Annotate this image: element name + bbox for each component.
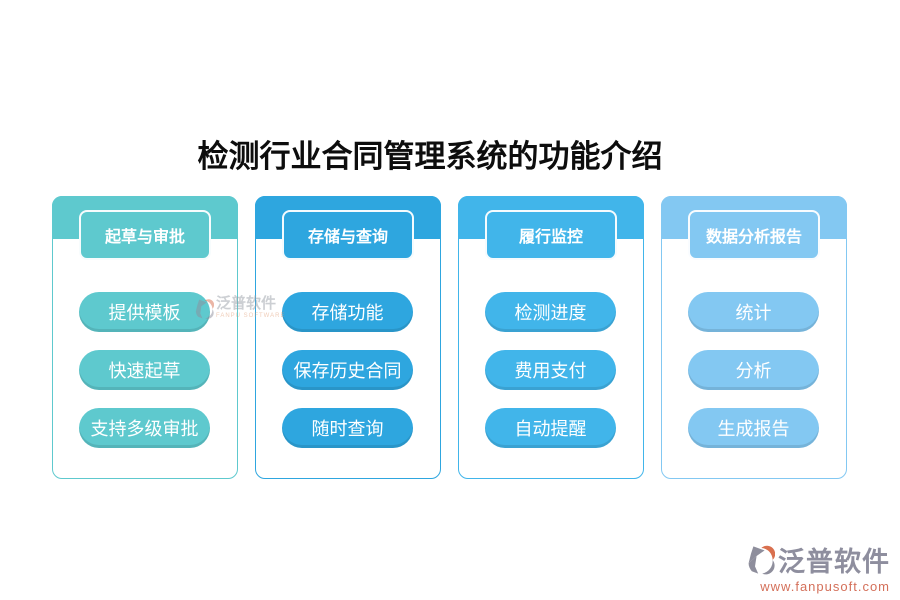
watermark-name: 泛普软件 — [216, 296, 277, 312]
card-item-list: 提供模板 快速起草 支持多级审批 — [79, 292, 210, 466]
page-title: 检测行业合同管理系统的功能介绍 — [197, 138, 663, 174]
feature-pill: 存储功能 — [282, 292, 413, 332]
watermark: 泛普软件 FANPU SOFTWARE — [192, 296, 285, 325]
card-header-label: 数据分析报告 — [705, 229, 802, 246]
fanpu-logo-icon — [192, 296, 215, 325]
feature-pill: 生成报告 — [688, 408, 819, 448]
watermark-tagline: FANPU SOFTWARE — [216, 312, 286, 319]
card-item-list: 检测进度 费用支付 自动提醒 — [485, 292, 616, 466]
fanpu-logo-icon — [743, 544, 776, 581]
feature-pill: 保存历史合同 — [282, 350, 413, 390]
card-item-list: 统计 分析 生成报告 — [688, 292, 819, 466]
feature-card-reports: 数据分析报告 统计 分析 生成报告 — [661, 196, 847, 479]
brand-footer: 泛普软件 www.fanpusoft.com — [743, 544, 890, 594]
card-header: 履行监控 — [485, 210, 617, 260]
card-header-label: 存储与查询 — [307, 229, 388, 246]
feature-pill: 检测进度 — [485, 292, 616, 332]
feature-card-monitoring: 履行监控 检测进度 费用支付 自动提醒 — [458, 196, 644, 479]
feature-pill: 费用支付 — [485, 350, 616, 390]
card-header-label: 履行监控 — [518, 229, 583, 246]
feature-card-storage: 存储与查询 存储功能 保存历史合同 随时查询 — [255, 196, 441, 479]
feature-card-drafting: 起草与审批 提供模板 快速起草 支持多级审批 — [52, 196, 238, 479]
card-header: 起草与审批 — [79, 210, 211, 260]
card-header-label: 起草与审批 — [104, 229, 185, 246]
feature-pill: 随时查询 — [282, 408, 413, 448]
feature-pill: 统计 — [688, 292, 819, 332]
feature-pill: 快速起草 — [79, 350, 210, 390]
brand-url: www.fanpusoft.com — [760, 579, 890, 594]
card-header: 数据分析报告 — [688, 210, 820, 260]
feature-pill: 提供模板 — [79, 292, 210, 332]
feature-columns: 起草与审批 提供模板 快速起草 支持多级审批 存储与查询 存储功能 保存历史合同… — [52, 196, 847, 479]
card-header: 存储与查询 — [282, 210, 414, 260]
card-item-list: 存储功能 保存历史合同 随时查询 — [282, 292, 413, 466]
feature-pill: 分析 — [688, 350, 819, 390]
feature-pill: 支持多级审批 — [79, 408, 210, 448]
brand-name: 泛普软件 — [778, 546, 890, 577]
feature-pill: 自动提醒 — [485, 408, 616, 448]
